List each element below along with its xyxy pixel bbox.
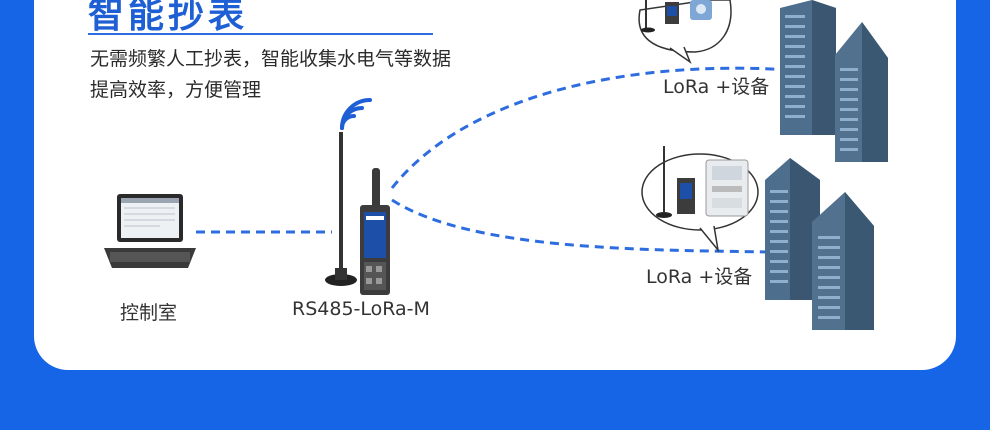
device-bubble-bottom [641,146,759,253]
page-title: 智能抄表 [88,0,249,36]
device-bubble-top [638,0,732,65]
subtitle-line-2: 提高效率，方便管理 [90,79,262,101]
label-device-top: LoRa +设备 [663,76,770,98]
link-gateway-top-building [390,66,791,189]
label-gateway: RS485-LoRa-M [292,298,430,320]
label-control-room: 控制室 [120,302,178,324]
title-underline [88,33,433,35]
laptop-icon [104,194,196,268]
building-bottom-icon [765,158,874,330]
wifi-signal-icon [340,98,372,130]
label-device-bottom: LoRa +设备 [646,266,753,288]
building-top-icon [780,0,888,162]
gateway-device-icon [325,132,390,295]
subtitle-line-1: 无需频繁人工抄表，智能收集水电气等数据 [90,48,452,70]
link-gateway-bottom-building [391,198,771,254]
